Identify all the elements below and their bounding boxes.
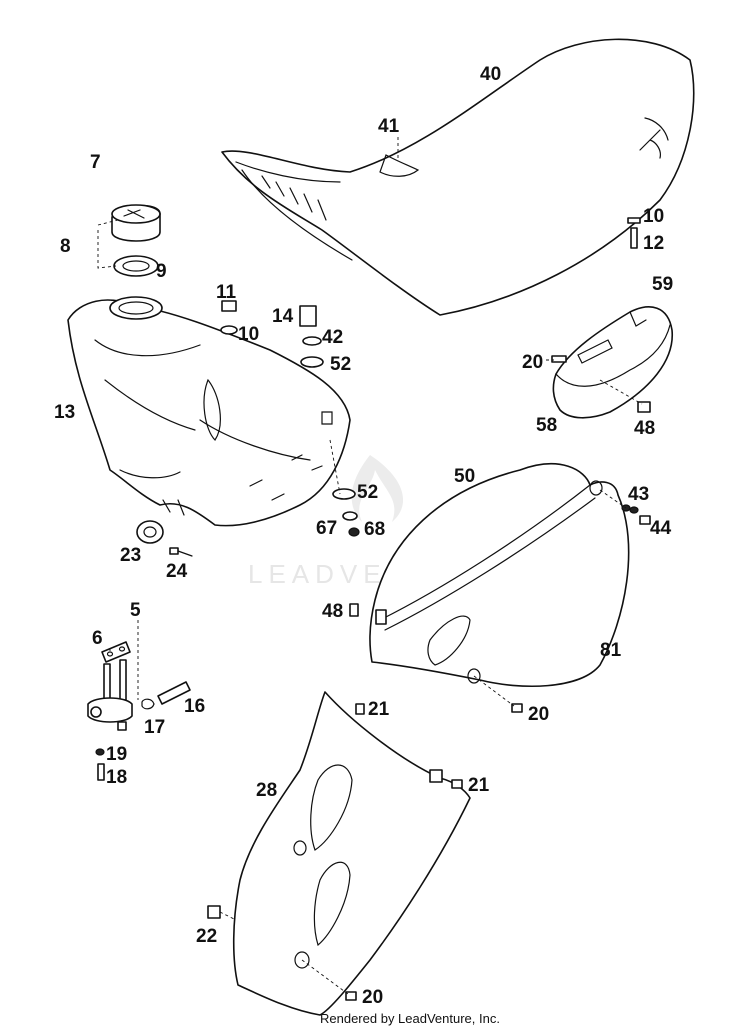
part-air-box-cover bbox=[551, 306, 673, 419]
part-fuel-cap bbox=[111, 204, 161, 242]
part-fuel-tap bbox=[87, 641, 191, 781]
callout-13: 13 bbox=[54, 402, 75, 423]
callout-22: 22 bbox=[196, 926, 217, 947]
part-cap-seal bbox=[113, 255, 159, 277]
callout-5: 5 bbox=[130, 600, 141, 621]
callout-17: 17 bbox=[144, 717, 165, 738]
callout-48-panel: 48 bbox=[322, 601, 343, 622]
part-side-panel-left bbox=[207, 691, 471, 1016]
callout-21-right: 21 bbox=[468, 775, 490, 796]
callout-40: 40 bbox=[480, 64, 501, 85]
callout-81: 81 bbox=[600, 640, 622, 661]
part-seat bbox=[221, 38, 695, 316]
callout-10-seat: 10 bbox=[643, 206, 664, 227]
callout-18: 18 bbox=[106, 767, 127, 788]
part-seat-bolt bbox=[627, 217, 641, 249]
callout-24: 24 bbox=[166, 561, 188, 582]
part-side-panel-right bbox=[349, 462, 651, 713]
callout-20-bot: 20 bbox=[362, 987, 383, 1008]
part-fuel-hose bbox=[64, 138, 146, 197]
callout-58: 58 bbox=[536, 415, 557, 436]
callout-59: 59 bbox=[652, 274, 673, 295]
callout-52-top: 52 bbox=[330, 354, 351, 375]
leader-lines bbox=[97, 137, 643, 995]
callout-20-panel: 20 bbox=[528, 704, 549, 725]
callout-48-box: 48 bbox=[634, 418, 655, 439]
callout-68: 68 bbox=[364, 519, 385, 540]
callout-23: 23 bbox=[120, 545, 141, 566]
callout-8: 8 bbox=[60, 236, 71, 257]
callout-21-top: 21 bbox=[368, 699, 390, 720]
watermark-flame-icon bbox=[351, 455, 404, 522]
callout-44: 44 bbox=[650, 518, 672, 539]
part-tank-grommet bbox=[136, 520, 193, 557]
callout-10-tank: 10 bbox=[238, 324, 259, 345]
callout-43: 43 bbox=[628, 484, 649, 505]
callout-67: 67 bbox=[316, 518, 337, 539]
callout-14: 14 bbox=[272, 306, 294, 327]
callout-20-box: 20 bbox=[522, 352, 543, 373]
callout-11: 11 bbox=[216, 282, 237, 303]
callout-6: 6 bbox=[92, 628, 103, 649]
callout-16: 16 bbox=[184, 696, 205, 717]
callout-7: 7 bbox=[90, 152, 101, 173]
callout-50: 50 bbox=[454, 466, 475, 487]
callout-12: 12 bbox=[643, 233, 664, 254]
part-tank-hardware bbox=[220, 300, 360, 537]
part-fuel-tank bbox=[67, 296, 351, 527]
callout-41: 41 bbox=[378, 116, 400, 137]
callouts: 40 41 10 12 7 8 9 11 10 14 42 52 13 59 2… bbox=[54, 64, 673, 1008]
callout-42: 42 bbox=[322, 327, 343, 348]
callout-28: 28 bbox=[256, 780, 277, 801]
callout-9: 9 bbox=[156, 261, 167, 282]
callout-52-bot: 52 bbox=[357, 482, 378, 503]
callout-19: 19 bbox=[106, 744, 127, 765]
footer-credit: Rendered by LeadVenture, Inc. bbox=[320, 1011, 500, 1026]
